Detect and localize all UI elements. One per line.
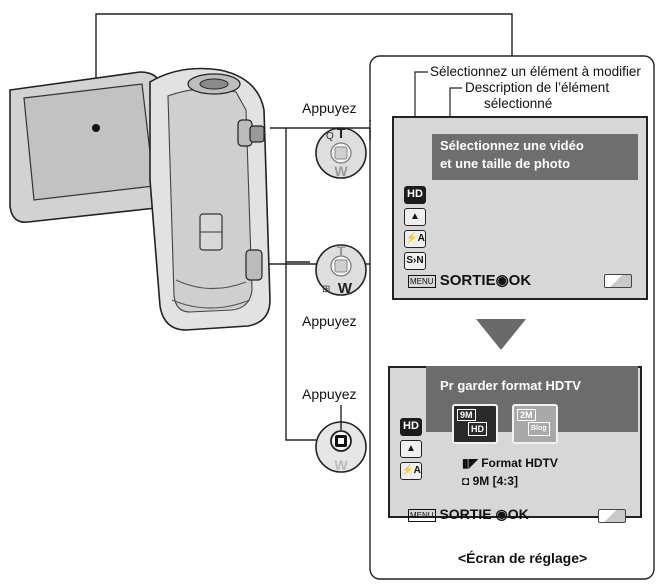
press-label-top: Appuyez [302,100,357,116]
screen2-title: Pr garder format HDTV [440,378,581,393]
screen2-menu-key[interactable]: MENU [408,508,436,522]
menu-icon-scene[interactable]: ▲ [404,208,426,226]
screen1-battery-icon [604,274,632,288]
set-button-icon[interactable]: W [315,421,367,473]
caption-setting-screen: <Écran de réglage> [458,550,588,566]
screen2-ok-label: OK [507,506,529,522]
photo-camera-icon: ◘ [462,474,470,488]
zoom-tele-icon[interactable]: T W Q [315,125,367,179]
zoom-wide-icon[interactable]: T W ⊞ [315,243,367,297]
option-9m-hd[interactable]: 9M HD [452,404,498,444]
screen2-menu-icon-video-size[interactable]: HD [400,418,422,436]
svg-text:Q: Q [326,131,334,142]
screen2-menu-icon-flash[interactable]: ⚡A [400,462,422,480]
screen2-exit-label: SORTIE [439,506,492,522]
callout-description-line1: Description de l’élément [465,80,610,95]
screen2-menu-icon-scene[interactable]: ▲ [400,440,422,458]
screen2-footer: MENU SORTIE ◉OK [408,506,529,523]
menu-icon-video-size[interactable]: HD [404,186,426,204]
video-camera-icon: ▮◤ [462,456,478,470]
option1-tag: 9M [457,409,476,421]
lcd-pointer-dot [92,124,100,132]
press-label-bottom: Appuyez [302,386,357,402]
screen2-info-line1: ▮◤ Format HDTV [462,456,558,470]
svg-text:W: W [338,280,353,297]
screen1-message-line1: Sélectionnez une vidéo [440,138,584,153]
screen1-ok-label: OK [508,272,532,289]
option2-tag: 2M [517,409,536,421]
svg-text:W: W [334,163,348,179]
option2-sub: Blog [528,422,550,436]
svg-text:T: T [337,125,346,141]
menu-icon-sn[interactable]: S›N [404,252,426,270]
option1-sub: HD [468,422,487,436]
svg-text:W: W [334,457,348,473]
svg-text:⊞: ⊞ [322,284,330,295]
screen1-message-line2: et une taille de photo [440,156,571,171]
screen2-info-line2: ◘ 9M [4:3] [462,474,518,488]
svg-text:T: T [337,243,346,259]
callout-select-item: Sélectionnez un élément à modifier [430,64,641,79]
callout-description-line2: sélectionné [484,96,553,111]
camera-illustration [9,67,271,331]
setting-screen-frame [369,55,655,580]
menu-icon-flash[interactable]: ⚡A [404,230,426,248]
down-triangle-icon [476,319,526,350]
screen1-ok-key-icon[interactable]: ◉ [495,272,509,289]
screen2-battery-icon [598,509,626,523]
press-label-middle: Appuyez [302,313,357,329]
screen1-menu-key[interactable]: MENU [408,274,436,288]
screen1-exit-label: SORTIE [439,272,496,289]
option-2m-blog[interactable]: 2M Blog [512,404,558,444]
screen1-message: Sélectionnez une vidéo et une taille de … [432,134,638,180]
screen1-footer: MENU SORTIE◉OK [408,271,531,289]
screen2-ok-key-icon[interactable]: ◉ [495,506,508,522]
